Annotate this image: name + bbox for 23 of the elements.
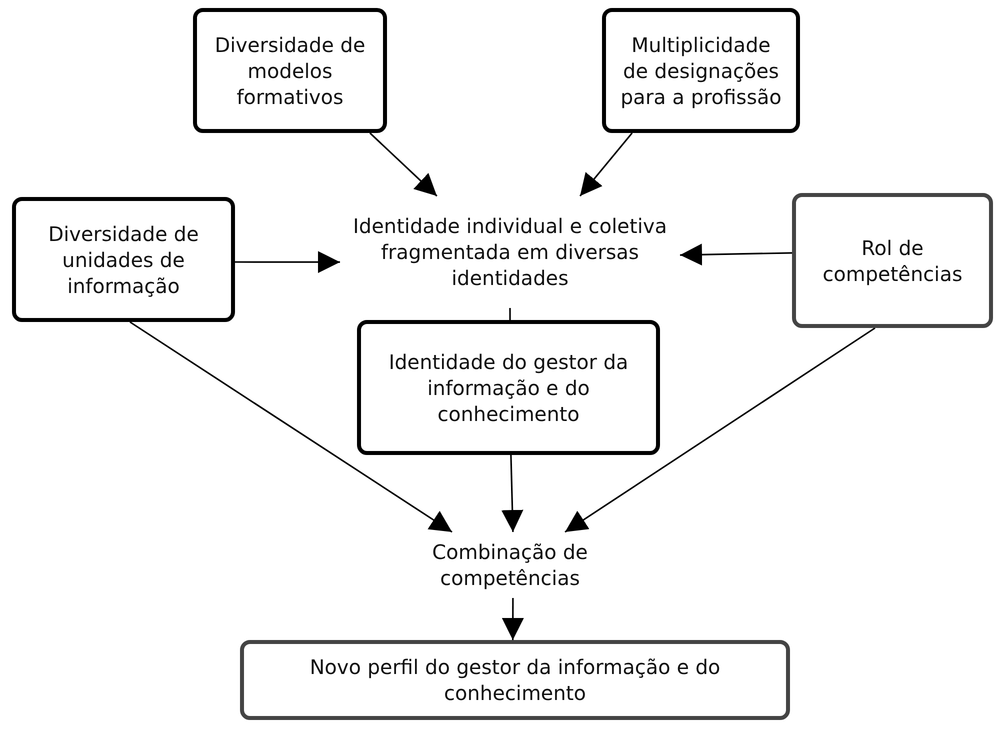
process-box	[792, 193, 993, 328]
node-text: Combinação de competências	[405, 532, 615, 598]
process-box	[12, 197, 235, 322]
box-text: Identidade do gestor da informação e do conhecimento	[388, 348, 630, 426]
box-text: Diversidade de modelos formativos	[214, 32, 366, 110]
arrow	[680, 244, 792, 266]
process-box	[357, 320, 660, 455]
process-box	[193, 8, 387, 133]
arrow	[130, 321, 452, 533]
box-text: Diversidade de unidades de informação	[47, 220, 200, 298]
arrow	[564, 327, 876, 533]
arrow	[369, 132, 438, 197]
arrow	[501, 454, 524, 532]
node-text: Identidade individual e coletiva fragmentada em diversas identidades	[340, 196, 680, 308]
connector-line	[509, 308, 511, 320]
box-text: Novo perfil do gestor da informação e do conhecimento	[308, 654, 722, 706]
process-box	[240, 640, 790, 720]
arrow	[235, 251, 340, 274]
arrow	[579, 132, 633, 196]
arrow	[502, 598, 524, 640]
process-box	[602, 8, 800, 133]
box-text: Multiplicidade de designações para a profissão	[619, 32, 783, 110]
box-text: Rol de competências	[822, 234, 964, 286]
